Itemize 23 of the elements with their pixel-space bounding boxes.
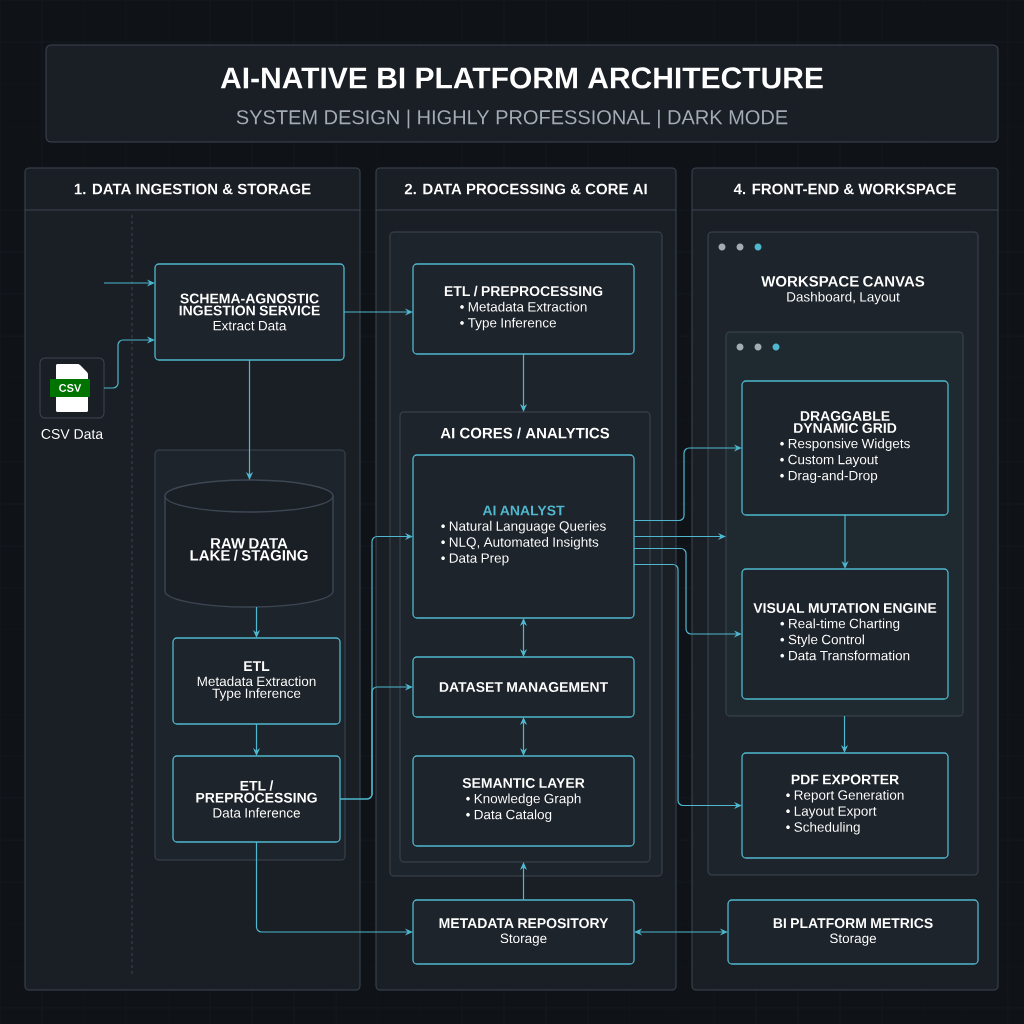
arrow	[519, 717, 528, 756]
process-box: DRAGGABLE DYNAMIC GRID • Responsive Widgets • Custom Layout • Drag-and-Drop	[741, 380, 949, 516]
storage-box: METADATA REPOSITORY Storage	[412, 899, 635, 965]
process-box: SEMANTIC LAYER • Knowledge Graph • Data Catalog	[412, 755, 635, 847]
storage-box: BI PLATFORM METRICS Storage	[727, 899, 979, 965]
arrow	[519, 618, 528, 657]
process-box: PDF EXPORTER • Report Generation • Layout Export • Scheduling	[741, 752, 949, 859]
arrow	[339, 683, 413, 800]
process-box: AI ANALYST • Natural Language Queries • NLQ, Automated Insights • Data Prep	[412, 454, 635, 619]
arrow	[633, 444, 742, 522]
arrow	[634, 928, 728, 936]
process-box: DATASET MANAGEMENT	[412, 656, 635, 718]
process-box: SCHEMA-AGNOSTIC INGESTION SERVICE Extract Data	[154, 263, 345, 361]
process-box: VISUAL MUTATION ENGINE • Real-time Charting • Style Control • Data Transformation	[741, 568, 949, 700]
title: AI-NATIVE BI PLATFORM ARCHITECTURE	[220, 67, 823, 89]
file-tile: CSV CSV Data	[39, 357, 105, 439]
node-label: CSV Data	[41, 429, 104, 439]
process-box: ETL / PREPROCESSING Data Inference	[172, 755, 341, 843]
process-box: ETL / PREPROCESSING • Metadata Extraction • Type Inference	[412, 263, 635, 355]
subtitle: SYSTEM DESIGN | HIGHLY PROFESSIONAL | DARK MODE	[236, 109, 788, 129]
database-cylinder: RAW DATA LAKE / STAGING	[164, 479, 334, 608]
arrow	[103, 336, 155, 389]
process-box: ETL Metadata Extraction Type Inference	[172, 637, 341, 725]
